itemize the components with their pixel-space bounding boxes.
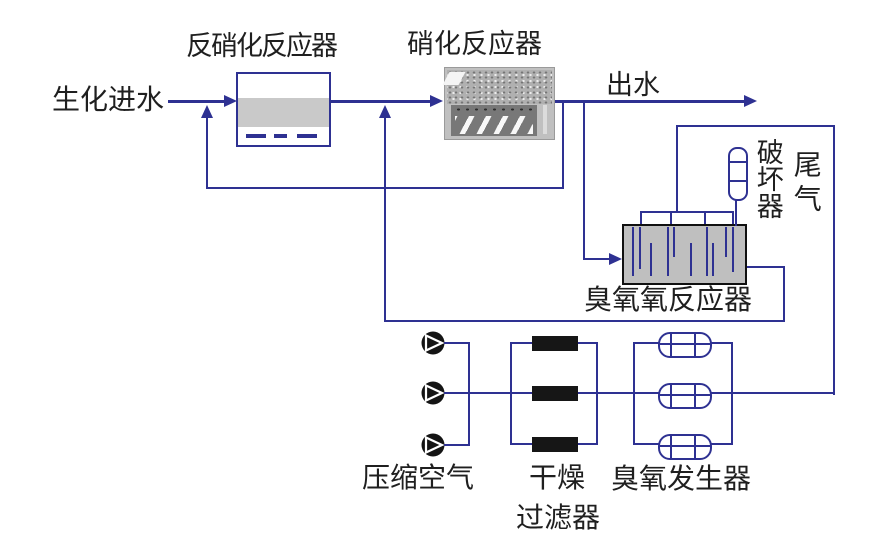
media-texture [447,70,552,104]
filter-bar [532,386,578,401]
diffuser-tube [725,227,727,257]
ozone-gas-pipe-drop [676,125,678,213]
diffuser-tube [690,243,692,276]
recycle-arrow-icon [201,105,213,118]
ozone-inlet-arrow-icon [609,253,622,265]
recycle-pipe-up [206,117,208,189]
ozone-generator-label: 臭氧发生器 [611,464,752,495]
side-strip [543,105,547,134]
denit-to-nit-pipe [327,100,431,103]
effluent-label: 出水 [606,70,660,100]
sludge-band [238,98,329,127]
return-arrow-icon [379,105,391,118]
diffuser-tube [706,227,708,276]
ozone-outlet-pipe [743,266,785,268]
denitrification-reactor-label: 反硝化反应器 [186,31,338,61]
nozzle-dots [454,106,534,114]
nitrification-reactor-photo [442,67,555,140]
dash-3 [297,134,317,138]
pump-manifold-pipe [468,342,470,446]
generator-cell [658,434,712,460]
dash-1 [246,134,266,138]
air-compressor-icon [421,331,445,355]
filter-bar [532,336,578,351]
nit-inlet-arrow-icon [430,95,443,107]
vessel-line [730,161,746,163]
diffuser-tube [732,227,734,272]
dash-2 [274,134,287,138]
compressed-air-label: 压缩空气 [362,463,475,494]
influent-label: 生化进水 [52,85,165,116]
reactor-base-panel [451,105,537,136]
diffuser-tube [650,243,652,276]
drying-filter-label-line2: 过滤器 [516,503,601,534]
influent-pipe [168,100,225,103]
recycle-pipe-down [562,101,564,189]
pump3-outlet-pipe [444,444,470,446]
generator-cell [658,383,712,409]
manifold-divider-1 [670,211,672,225]
destructor-connector-pipe [735,196,737,226]
return-pipe-bottom [384,320,785,322]
diffuser-tube [667,227,669,276]
manifold-divider-2 [704,211,706,225]
effluent-arrow-icon [744,95,757,107]
diffuser-tube [632,227,634,276]
destructor-label: 破坏器 [752,138,783,219]
denitrification-reactor [236,72,331,147]
ozone-gas-pipe-riser [833,125,835,395]
drying-filter-label-line1: 干燥 [529,463,586,494]
vent-stripes [455,116,533,134]
ozone-feed-pipe-down [583,101,585,260]
return-pipe-up [384,117,386,322]
vessel-line [730,180,746,182]
nitrification-reactor-label: 硝化反应器 [407,29,542,59]
diffuser-tube [712,243,714,276]
generator-cell [658,332,712,358]
pump1-outlet-pipe [444,342,470,344]
filter-bar [532,437,578,452]
ozone-feed-pipe-horiz [583,258,610,260]
air-main-pipe [444,392,834,394]
return-pipe-down [783,266,785,322]
air-compressor-icon [421,381,445,405]
ozone-reactor-label: 臭氧氧反应器 [584,285,753,316]
tail-gas-label: 尾气 [789,150,821,218]
diffuser-tube [639,227,641,269]
ozone-destructor-vessel [728,147,748,201]
diffuser-tube [673,227,675,257]
influent-arrow-icon [224,95,237,107]
air-compressor-icon [421,433,445,457]
effluent-pipe [553,100,745,103]
ozone-gas-pipe-top [676,125,835,127]
